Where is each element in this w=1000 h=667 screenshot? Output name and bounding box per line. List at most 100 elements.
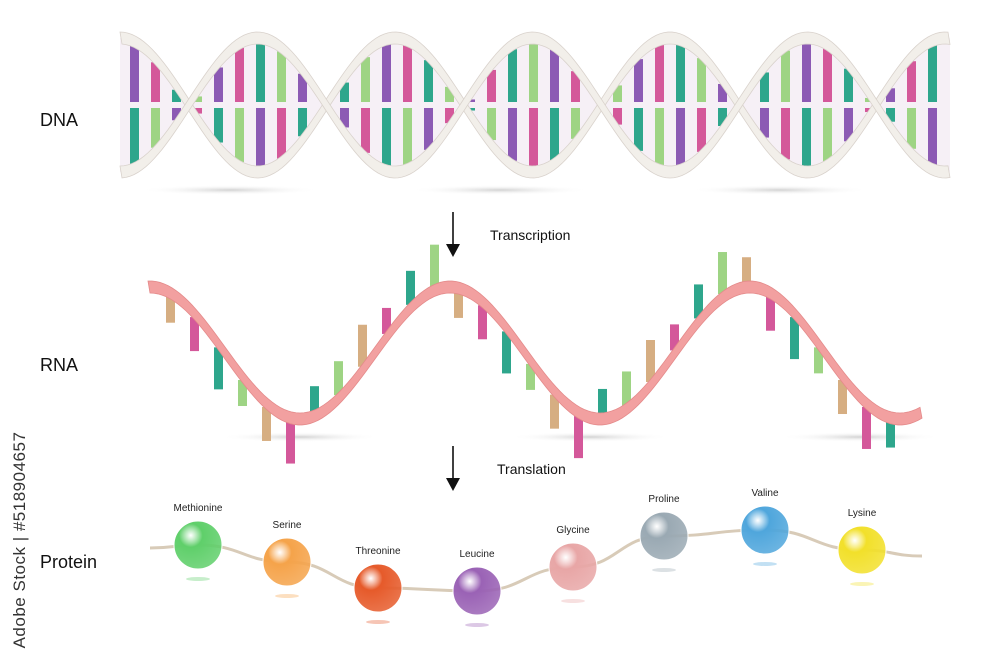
dna-base (613, 108, 622, 125)
dna-base (823, 108, 832, 162)
rna-base (430, 244, 439, 287)
dna-base (781, 50, 790, 102)
rna-base (838, 380, 847, 415)
dna-shadow (140, 185, 320, 195)
rna-base (382, 307, 391, 334)
dna-base (298, 73, 307, 102)
dna-base (277, 108, 286, 159)
dna-base (760, 72, 769, 102)
protein-label: Protein (40, 552, 98, 572)
translation-label: Translation (497, 461, 566, 477)
rna-base (550, 394, 559, 429)
amino-acid-proline: Proline (639, 494, 689, 572)
amino-acid-label: Methionine (174, 503, 223, 514)
dna-base (508, 49, 517, 102)
rna-base (670, 324, 679, 351)
transcription-label: Transcription (490, 227, 571, 243)
dna-base (193, 108, 202, 114)
dna-base (844, 68, 853, 102)
amino-acid-shadow (652, 568, 676, 572)
rna-base (166, 296, 175, 323)
dna-base (529, 42, 538, 102)
dna-base (676, 108, 685, 167)
dna-base (760, 108, 769, 138)
rna-base (478, 305, 487, 340)
rna-base (334, 361, 343, 396)
rna-base (646, 340, 655, 382)
amino-acid-shadow (366, 620, 390, 624)
dna-base (487, 108, 496, 141)
dna-base (256, 108, 265, 168)
amino-acid-leucine: Leucine (452, 549, 502, 627)
dna-groove (120, 38, 950, 172)
dna-base (487, 69, 496, 102)
dna-base (655, 44, 664, 102)
dna-base (277, 51, 286, 102)
amino-acid-serine: Serine (262, 520, 312, 598)
dna-base (130, 45, 139, 102)
rna-backbone (147, 280, 923, 426)
amino-acid-label: Threonine (355, 546, 400, 557)
dna-base (928, 108, 937, 166)
amino-acid-bead (837, 525, 887, 575)
dna-base (634, 59, 643, 102)
amino-acid-bead (639, 511, 689, 561)
dna-base (571, 108, 580, 139)
dna-backbone-strand-2 (119, 31, 951, 179)
dna-base (361, 57, 370, 102)
dna-base (256, 42, 265, 102)
amino-acid-shadow (561, 599, 585, 603)
dna-base (382, 108, 391, 167)
amino-acid-label: Leucine (459, 549, 494, 560)
rna-base (262, 406, 271, 441)
rna-base (886, 421, 895, 448)
dna-base (298, 108, 307, 137)
dna-base (235, 108, 244, 163)
rna-base (598, 388, 607, 415)
dna-base (214, 67, 223, 102)
dna-base (697, 58, 706, 102)
rna-base (814, 347, 823, 374)
amino-acid-label: Serine (273, 520, 302, 531)
dna-base (886, 108, 895, 122)
stock-id-text: Adobe Stock | #518904657 (10, 431, 29, 649)
amino-acid-glycine: Glycine (548, 525, 598, 603)
dna-base (340, 82, 349, 102)
rna-shadow (220, 432, 380, 442)
rna-base (862, 406, 871, 449)
dna-double-helix (119, 31, 951, 195)
rna-single-strand (147, 244, 940, 464)
amino-acid-bead (548, 542, 598, 592)
rna-shadow (510, 432, 670, 442)
dna-base (151, 108, 160, 148)
dna-base (172, 108, 181, 121)
rna-shadow (780, 432, 940, 442)
amino-acid-bead (452, 566, 502, 616)
dna-base (571, 71, 580, 102)
amino-acid-label: Glycine (556, 525, 590, 536)
dna-base (718, 83, 727, 102)
translation-arrow-icon (446, 446, 460, 491)
amino-acid-shadow (275, 594, 299, 598)
dna-base (361, 108, 370, 153)
amino-acid-shadow (753, 562, 777, 566)
dna-base (529, 108, 538, 168)
rna-base (694, 284, 703, 319)
dna-base (802, 108, 811, 168)
dna-base (445, 108, 454, 124)
dna-base (676, 43, 685, 102)
amino-acid-bead (173, 520, 223, 570)
dna-base (340, 108, 349, 128)
dna-base (634, 108, 643, 151)
rna-base (742, 257, 751, 284)
amino-acid-shadow (850, 582, 874, 586)
amino-acid-valine: Valine (740, 488, 790, 566)
dna-base (172, 89, 181, 102)
dna-backbone-strand-1 (119, 31, 951, 179)
rna-base (622, 371, 631, 406)
transcription-arrow-icon (446, 212, 460, 257)
dna-label: DNA (40, 110, 79, 130)
dna-base (550, 49, 559, 102)
rna-base (526, 363, 535, 390)
